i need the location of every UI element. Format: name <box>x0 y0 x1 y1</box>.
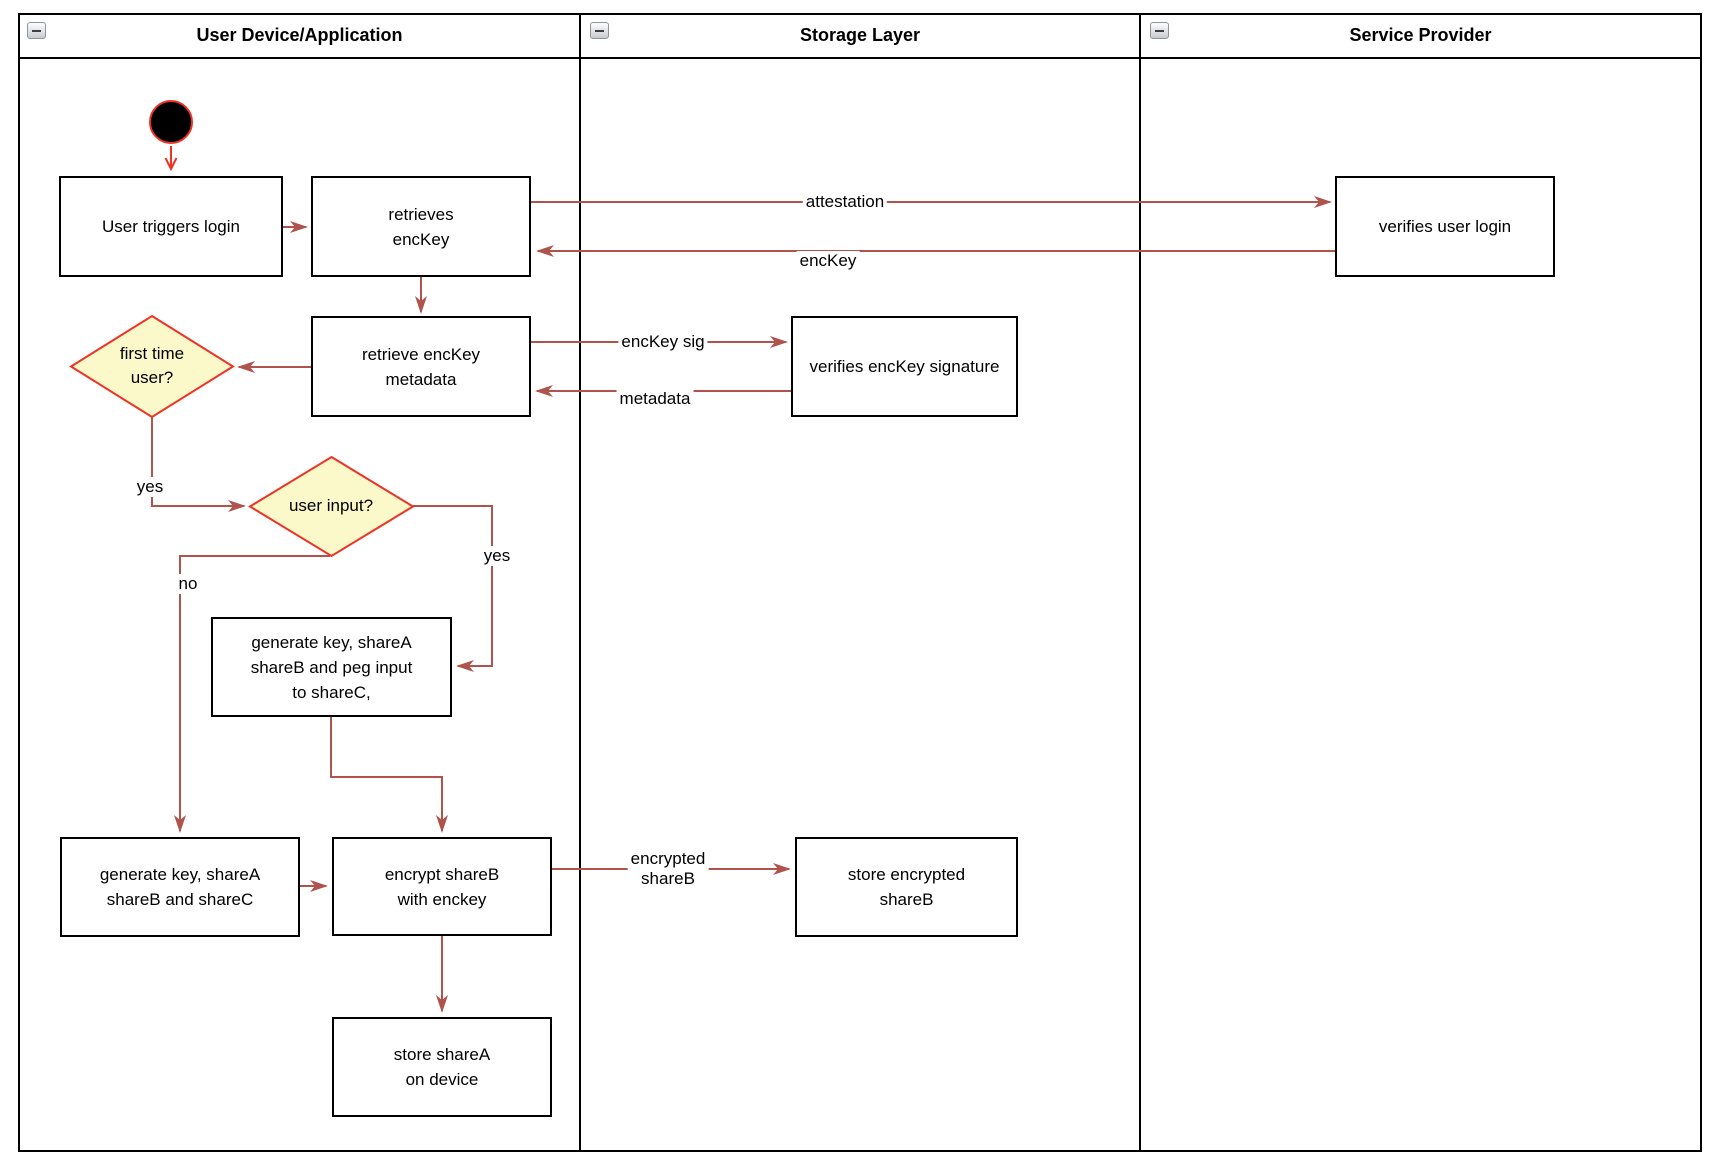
lane-title-device: User Device/Application <box>20 13 579 58</box>
collapse-lane-provider-button[interactable] <box>1150 22 1169 39</box>
node-label: store shareA on device <box>393 1045 491 1089</box>
node-verifies-enckey-signature[interactable]: verifies encKey signature <box>791 316 1018 417</box>
edge-user-input-no[interactable] <box>174 555 330 833</box>
header-divider <box>18 57 1702 59</box>
node-label: store encrypted shareB <box>847 865 966 909</box>
node-label: encrypt shareB with enckey <box>384 864 500 909</box>
edge-label-yes-first-time: yes <box>133 477 167 497</box>
node-label: verifies encKey signature <box>809 357 1000 376</box>
lane-divider-1 <box>579 13 581 1152</box>
collapse-lane-storage-button[interactable] <box>590 22 609 39</box>
node-verifies-user-login[interactable]: verifies user login <box>1335 176 1555 277</box>
node-retrieve-enckey-metadata[interactable]: retrieve encKey metadata <box>311 316 531 417</box>
collapse-lane-device-button[interactable] <box>27 22 46 39</box>
decision-user-input-label: user input? <box>288 496 374 515</box>
node-encrypt-shareb[interactable]: encrypt shareB with enckey <box>332 837 552 936</box>
pool-border-bottom <box>18 1150 1702 1152</box>
node-label: generate key, shareA shareB and peg inpu… <box>250 632 413 702</box>
minus-icon <box>595 29 604 32</box>
node-label: verifies user login <box>1378 217 1512 236</box>
decision-user-input[interactable] <box>248 455 415 558</box>
edge-label-enckey-sig: encKey sig <box>618 332 708 352</box>
node-label: retrieves encKey <box>388 204 454 249</box>
edge-generate-peg-to-encrypt[interactable] <box>330 717 448 833</box>
edge-label-metadata: metadata <box>616 389 694 409</box>
edge-label-no-user-input: no <box>175 574 201 594</box>
edge-label-enckey: encKey <box>796 251 860 271</box>
edge-label-attestation: attestation <box>802 192 888 212</box>
pool-border-right <box>1700 13 1702 1152</box>
lane-title-storage: Storage Layer <box>581 13 1139 58</box>
lane-title-provider: Service Provider <box>1141 13 1700 58</box>
lane-title-device-text: User Device/Application <box>196 25 403 45</box>
node-retrieves-enckey[interactable]: retrieves encKey <box>311 176 531 277</box>
node-label: retrieve encKey metadata <box>361 344 481 389</box>
minus-icon <box>1155 29 1164 32</box>
node-label: generate key, shareA shareB and shareC <box>99 865 261 909</box>
node-user-triggers-login[interactable]: User triggers login <box>59 176 283 277</box>
lane-title-provider-text: Service Provider <box>1349 25 1492 45</box>
decision-first-time-user-label: first time user? <box>119 344 185 387</box>
node-label: User triggers login <box>102 217 240 236</box>
node-generate-key-peg-input[interactable]: generate key, shareA shareB and peg inpu… <box>211 617 452 717</box>
edge-label-encrypted-shareb: encrypted shareB <box>627 849 709 889</box>
start-node[interactable] <box>149 100 193 144</box>
edge-first-time-yes[interactable] <box>151 417 246 512</box>
decision-first-time-user[interactable] <box>69 314 235 419</box>
node-store-sharea-device[interactable]: store shareA on device <box>332 1017 552 1117</box>
lane-divider-2 <box>1139 13 1141 1152</box>
edge-user-input-yes[interactable] <box>413 505 493 672</box>
node-store-encrypted-shareb[interactable]: store encrypted shareB <box>795 837 1018 937</box>
pool-border-left <box>18 13 20 1152</box>
node-generate-key-abc[interactable]: generate key, shareA shareB and shareC <box>60 837 300 937</box>
edge-label-yes-user-input: yes <box>480 546 514 566</box>
pool-border-top <box>18 13 1702 15</box>
minus-icon <box>32 29 41 32</box>
lane-title-storage-text: Storage Layer <box>799 25 921 45</box>
